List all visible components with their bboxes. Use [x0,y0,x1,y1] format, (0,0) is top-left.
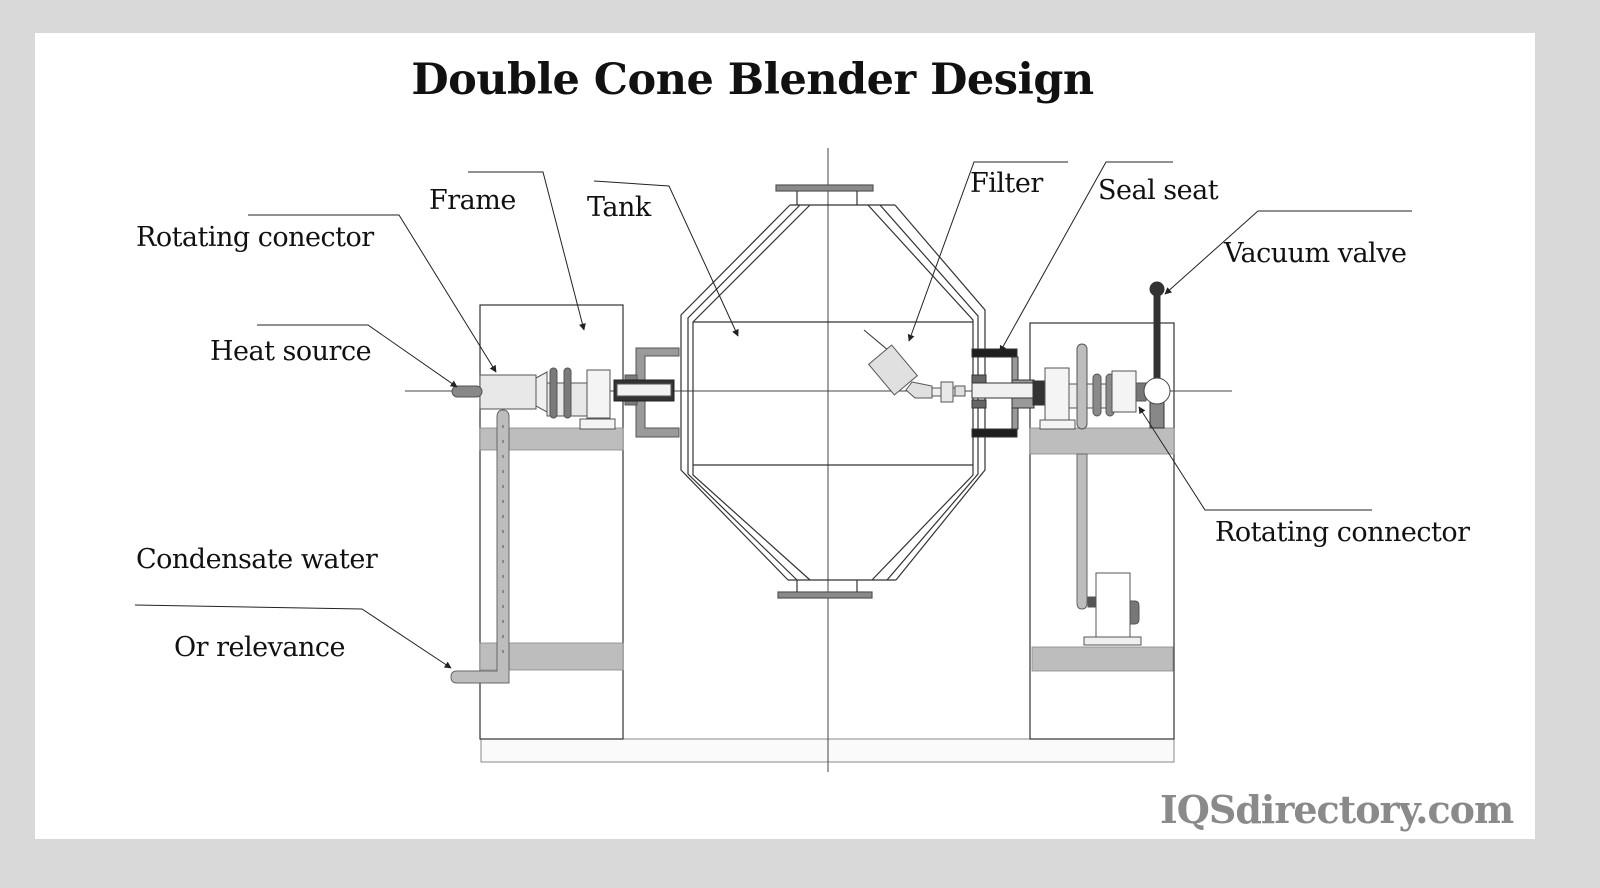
brand-watermark: IQSdirectory.com [1160,787,1514,832]
seal-seat [971,348,1046,438]
leader-vacuum-valve [1164,210,1412,295]
label-vacuum-valve: Vacuum valve [1224,238,1407,269]
diagram-title: Double Cone Blender Design [411,55,1094,105]
label-filter: Filter [970,168,1043,199]
left-seal-housing [613,347,680,438]
leader-rotating-connector-right [1138,406,1372,511]
label-seal-seat: Seal seat [1098,175,1219,206]
leader-or-relevance [134,604,452,669]
right-rotating-connector [1039,343,1147,430]
leader-seal-seat [999,161,1173,353]
leader-filter [907,161,1068,342]
leader-lines [134,161,1412,669]
condensate-pipe [450,409,510,684]
label-tank: Tank [587,192,651,223]
heat-source-pipe [451,385,483,398]
leader-rotating-conector-left [248,214,497,373]
label-rotating-conector-left: Rotating conector [136,222,374,253]
filter [863,329,966,403]
right-lower-pipe [1076,453,1088,610]
leader-heat-source [257,324,458,388]
label-heat-source: Heat source [210,336,372,367]
vacuum-valve [1143,281,1171,429]
diagram-panel [35,33,1535,839]
leader-frame [468,171,586,331]
label-frame: Frame [429,185,516,216]
left-rotating-connector [479,367,616,430]
label-or-relevance: Or relevance [174,632,345,663]
label-condensate-water: Condensate water [136,544,378,575]
motor [1083,572,1142,646]
leader-tank [593,180,739,337]
label-rotating-connector-right: Rotating connector [1215,517,1470,548]
